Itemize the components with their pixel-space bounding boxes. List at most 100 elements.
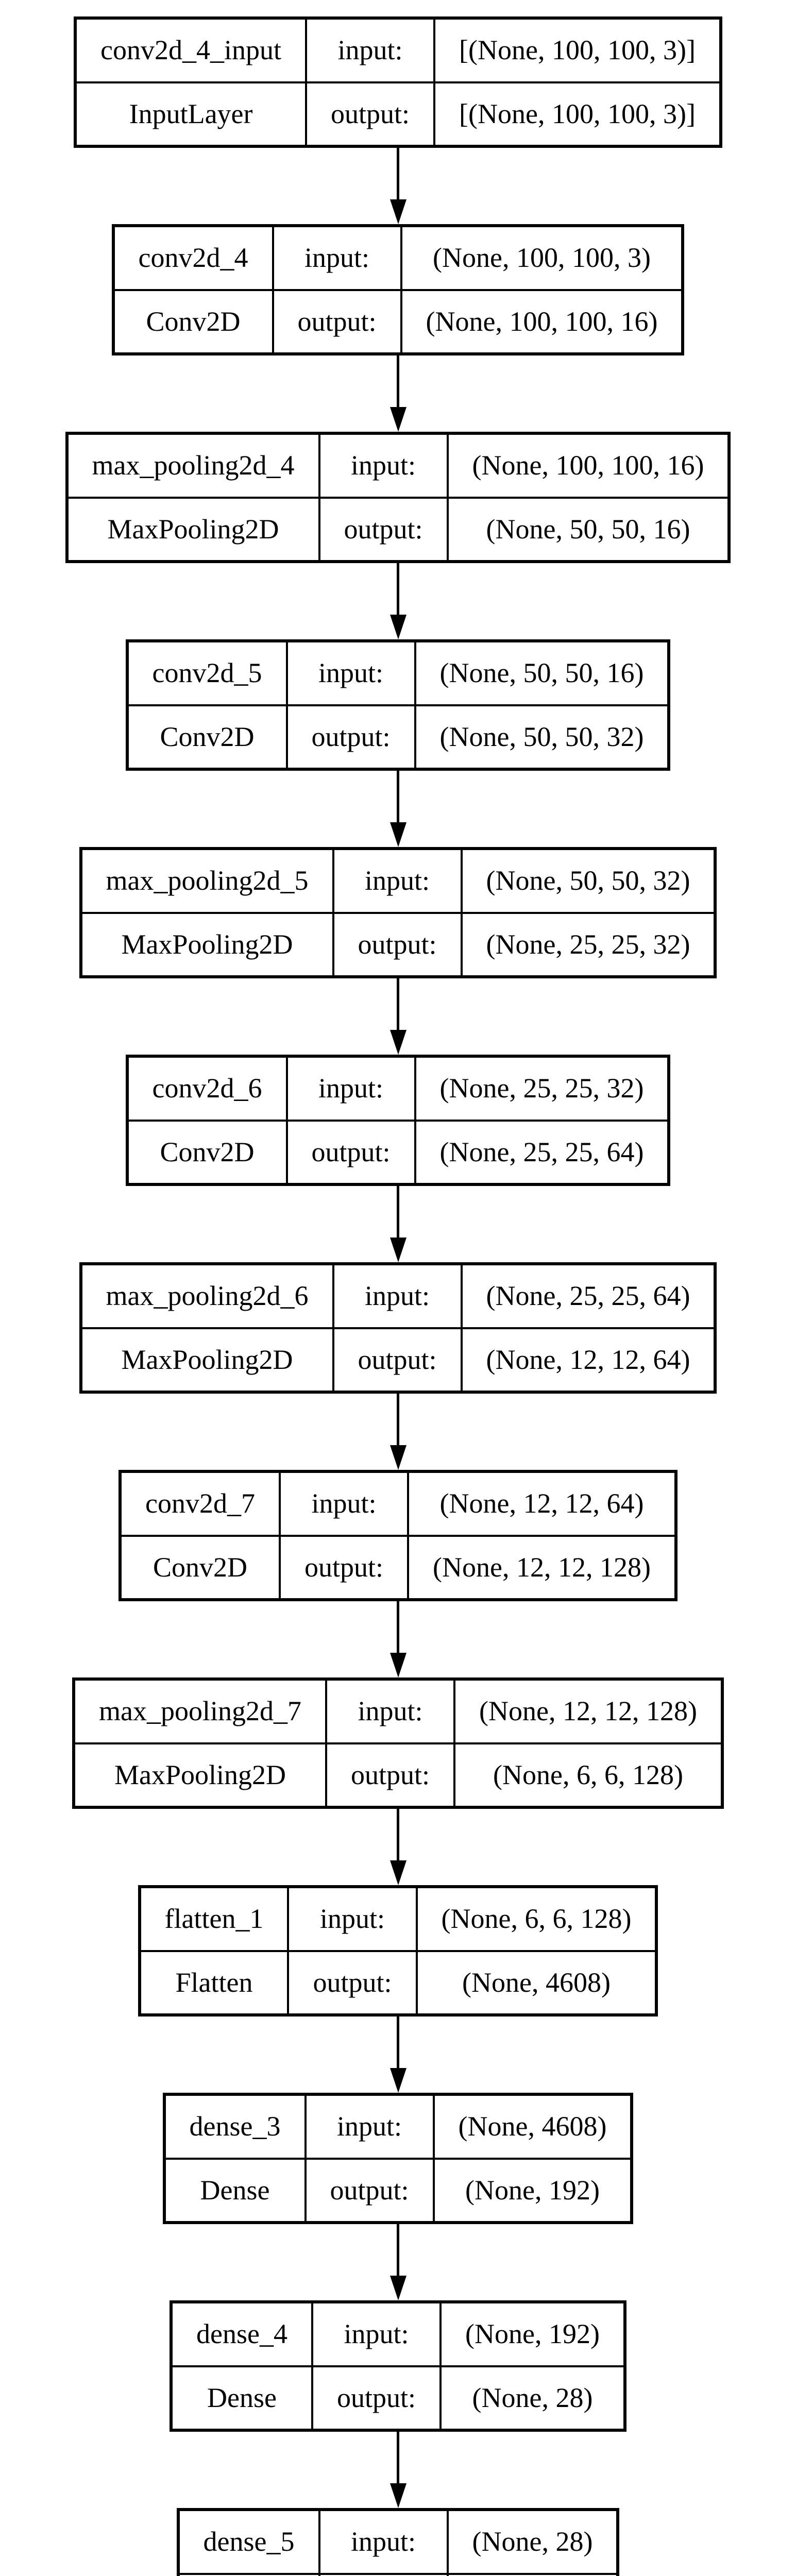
input-label: input: (278, 1470, 410, 1537)
layer-class: MaxPooling2D (65, 496, 320, 563)
arrow-line (397, 771, 399, 822)
arrow-down-icon (389, 822, 407, 847)
arrow-line (397, 1601, 399, 1653)
layer-class: Conv2D (126, 1119, 288, 1185)
output-label: output: (318, 2572, 449, 2576)
arrow-connector (389, 1394, 407, 1470)
arrow-line (397, 2016, 399, 2068)
layer-node-output-row: Dense output: (None, 28) (170, 2365, 626, 2431)
arrow-line (397, 1809, 399, 1860)
layer-node: conv2d_6 input: (None, 25, 25, 32) Conv2… (125, 1055, 671, 1186)
layer-node-output-row: MaxPooling2D output: (None, 25, 25, 32) (79, 911, 717, 978)
output-shape: (None, 25, 25, 64) (414, 1119, 670, 1185)
output-label: output: (272, 289, 402, 355)
layer-node-output-row: Conv2D output: (None, 50, 50, 32) (126, 704, 670, 770)
output-shape: (None, 25, 25, 32) (460, 911, 717, 978)
arrow-connector (389, 771, 407, 847)
arrow-down-icon (389, 1860, 407, 1885)
output-shape: (None, 50, 50, 16) (446, 496, 731, 563)
layer-node: dense_5 input: (None, 28) Dense output: … (176, 2508, 620, 2576)
output-shape: [(None, 100, 100, 3)] (433, 81, 722, 147)
input-label: input: (285, 640, 416, 706)
arrow-connector (389, 2432, 407, 2508)
arrow-connector (389, 1601, 407, 1677)
layer-node-output-row: Dense output: (None, 3) (177, 2572, 619, 2576)
input-shape: (None, 50, 50, 16) (414, 640, 670, 706)
layer-node-output-row: Flatten output: (None, 4608) (138, 1950, 658, 2016)
input-shape: (None, 25, 25, 32) (414, 1055, 670, 1122)
layer-node: dense_3 input: (None, 4608) Dense output… (162, 2093, 634, 2224)
output-shape: (None, 4608) (415, 1950, 658, 2016)
arrow-connector (389, 1809, 407, 1885)
layer-name: conv2d_5 (126, 640, 288, 706)
layer-class: Dense (170, 2365, 313, 2431)
input-label: input: (285, 1055, 416, 1122)
output-shape: (None, 3) (446, 2572, 619, 2576)
input-shape: (None, 100, 100, 3) (400, 225, 684, 291)
output-label: output: (325, 1742, 456, 1808)
arrow-connector (389, 355, 407, 432)
layer-node: dense_4 input: (None, 192) Dense output:… (170, 2300, 626, 2432)
input-label: input: (332, 848, 463, 914)
arrow-line (397, 2224, 399, 2276)
layer-name: dense_3 (163, 2093, 307, 2160)
arrow-line (397, 563, 399, 615)
output-shape: (None, 100, 100, 16) (400, 289, 684, 355)
layer-node-output-row: Dense output: (None, 192) (163, 2157, 633, 2224)
layer-class: MaxPooling2D (79, 911, 334, 978)
layer-node-input-row: flatten_1 input: (None, 6, 6, 128) (138, 1886, 658, 1952)
layer-node-output-row: MaxPooling2D output: (None, 50, 50, 16) (65, 496, 731, 563)
input-label: input: (325, 1678, 456, 1744)
arrow-connector (389, 2224, 407, 2300)
layer-name: dense_5 (177, 2509, 320, 2575)
layer-class: InputLayer (74, 81, 308, 147)
arrow-line (397, 2432, 399, 2483)
arrow-down-icon (389, 2276, 407, 2300)
layer-node-input-row: dense_4 input: (None, 192) (170, 2301, 626, 2367)
arrow-connector (389, 2016, 407, 2093)
arrow-line (397, 1186, 399, 1238)
input-label: input: (318, 432, 449, 499)
arrow-connector (389, 1186, 407, 1262)
layer-name: max_pooling2d_6 (79, 1263, 334, 1329)
input-shape: (None, 50, 50, 32) (460, 848, 717, 914)
layer-node-output-row: MaxPooling2D output: (None, 6, 6, 128) (73, 1742, 723, 1808)
arrow-connector (389, 978, 407, 1055)
arrow-line (397, 148, 399, 199)
layer-node: conv2d_5 input: (None, 50, 50, 16) Conv2… (125, 639, 671, 771)
arrow-line (397, 978, 399, 1030)
output-label: output: (287, 1950, 418, 2016)
input-label: input: (304, 2093, 435, 2160)
layer-node: max_pooling2d_5 input: (None, 50, 50, 32… (79, 847, 717, 978)
layer-node-input-row: conv2d_5 input: (None, 50, 50, 16) (126, 640, 670, 706)
layer-class: Dense (163, 2157, 307, 2224)
layer-node-output-row: Conv2D output: (None, 100, 100, 16) (112, 289, 684, 355)
input-shape: (None, 4608) (432, 2093, 633, 2160)
arrow-down-icon (389, 2483, 407, 2508)
layer-node-output-row: Conv2D output: (None, 25, 25, 64) (126, 1119, 670, 1185)
arrow-down-icon (389, 1030, 407, 1055)
layer-class: Conv2D (119, 1534, 281, 1601)
output-label: output: (332, 1327, 463, 1393)
input-shape: (None, 12, 12, 64) (407, 1470, 677, 1537)
arrow-down-icon (389, 1238, 407, 1262)
arrow-down-icon (389, 199, 407, 224)
layer-name: max_pooling2d_4 (65, 432, 320, 499)
layer-name: dense_4 (170, 2301, 313, 2367)
layer-class: Flatten (138, 1950, 290, 2016)
arrow-connector (389, 563, 407, 639)
layer-node: conv2d_7 input: (None, 12, 12, 64) Conv2… (118, 1470, 678, 1601)
arrow-down-icon (389, 1445, 407, 1470)
layer-name: conv2d_6 (126, 1055, 288, 1122)
input-shape: (None, 100, 100, 16) (446, 432, 731, 499)
layer-node-output-row: MaxPooling2D output: (None, 12, 12, 64) (79, 1327, 717, 1393)
input-shape: (None, 12, 12, 128) (453, 1678, 723, 1744)
layer-node: max_pooling2d_6 input: (None, 25, 25, 64… (79, 1262, 717, 1394)
layer-class: Conv2D (112, 289, 274, 355)
arrow-down-icon (389, 407, 407, 432)
output-shape: (None, 12, 12, 64) (460, 1327, 717, 1393)
input-shape: (None, 25, 25, 64) (460, 1263, 717, 1329)
output-label: output: (285, 1119, 416, 1185)
layer-node-input-row: conv2d_6 input: (None, 25, 25, 32) (126, 1055, 670, 1122)
output-label: output: (285, 704, 416, 770)
